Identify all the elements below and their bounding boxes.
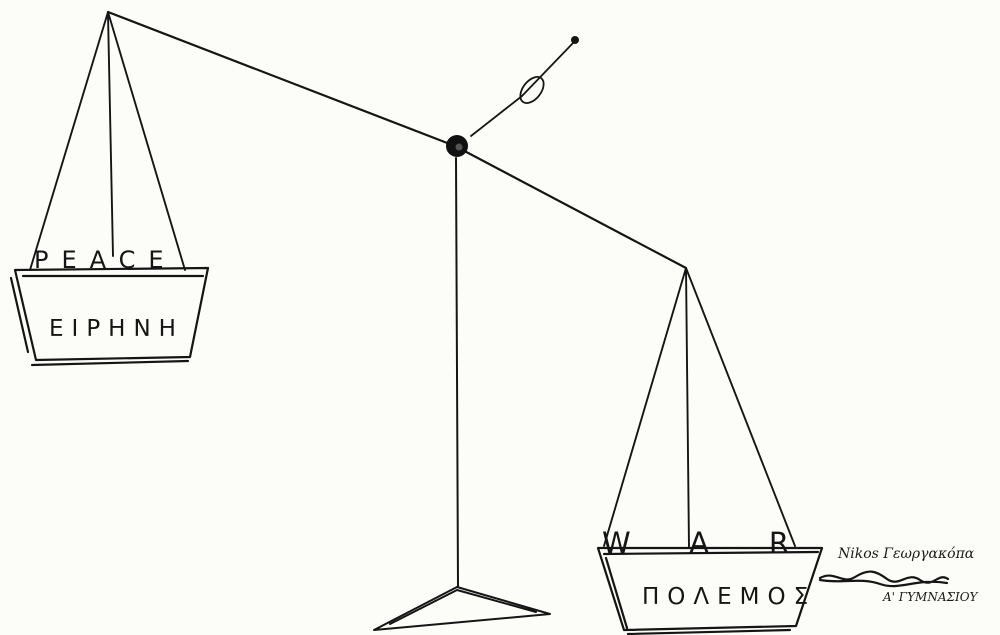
signature-class: A' ΓΥΜΝΑΣΙΟΥ xyxy=(882,590,979,604)
right-pan-strings xyxy=(604,268,795,548)
scale-stand xyxy=(456,158,458,586)
left-pan-strings xyxy=(30,12,185,270)
polemos-label: ΠΟΛΕΜΟΣ xyxy=(642,584,816,610)
signature-name: Nikos Γεωργακόπα xyxy=(837,546,975,562)
peace-label: PEACE xyxy=(34,246,177,274)
pivot-highlight xyxy=(456,144,463,151)
scale-beam xyxy=(108,12,686,268)
pointer-oval xyxy=(516,73,549,108)
scale-base xyxy=(374,587,550,630)
eirini-label: ΕΙΡΗΝΗ xyxy=(49,316,184,342)
pointer-tip xyxy=(571,36,579,44)
war-label: WAR xyxy=(602,526,849,560)
signature-scribble xyxy=(820,572,948,587)
